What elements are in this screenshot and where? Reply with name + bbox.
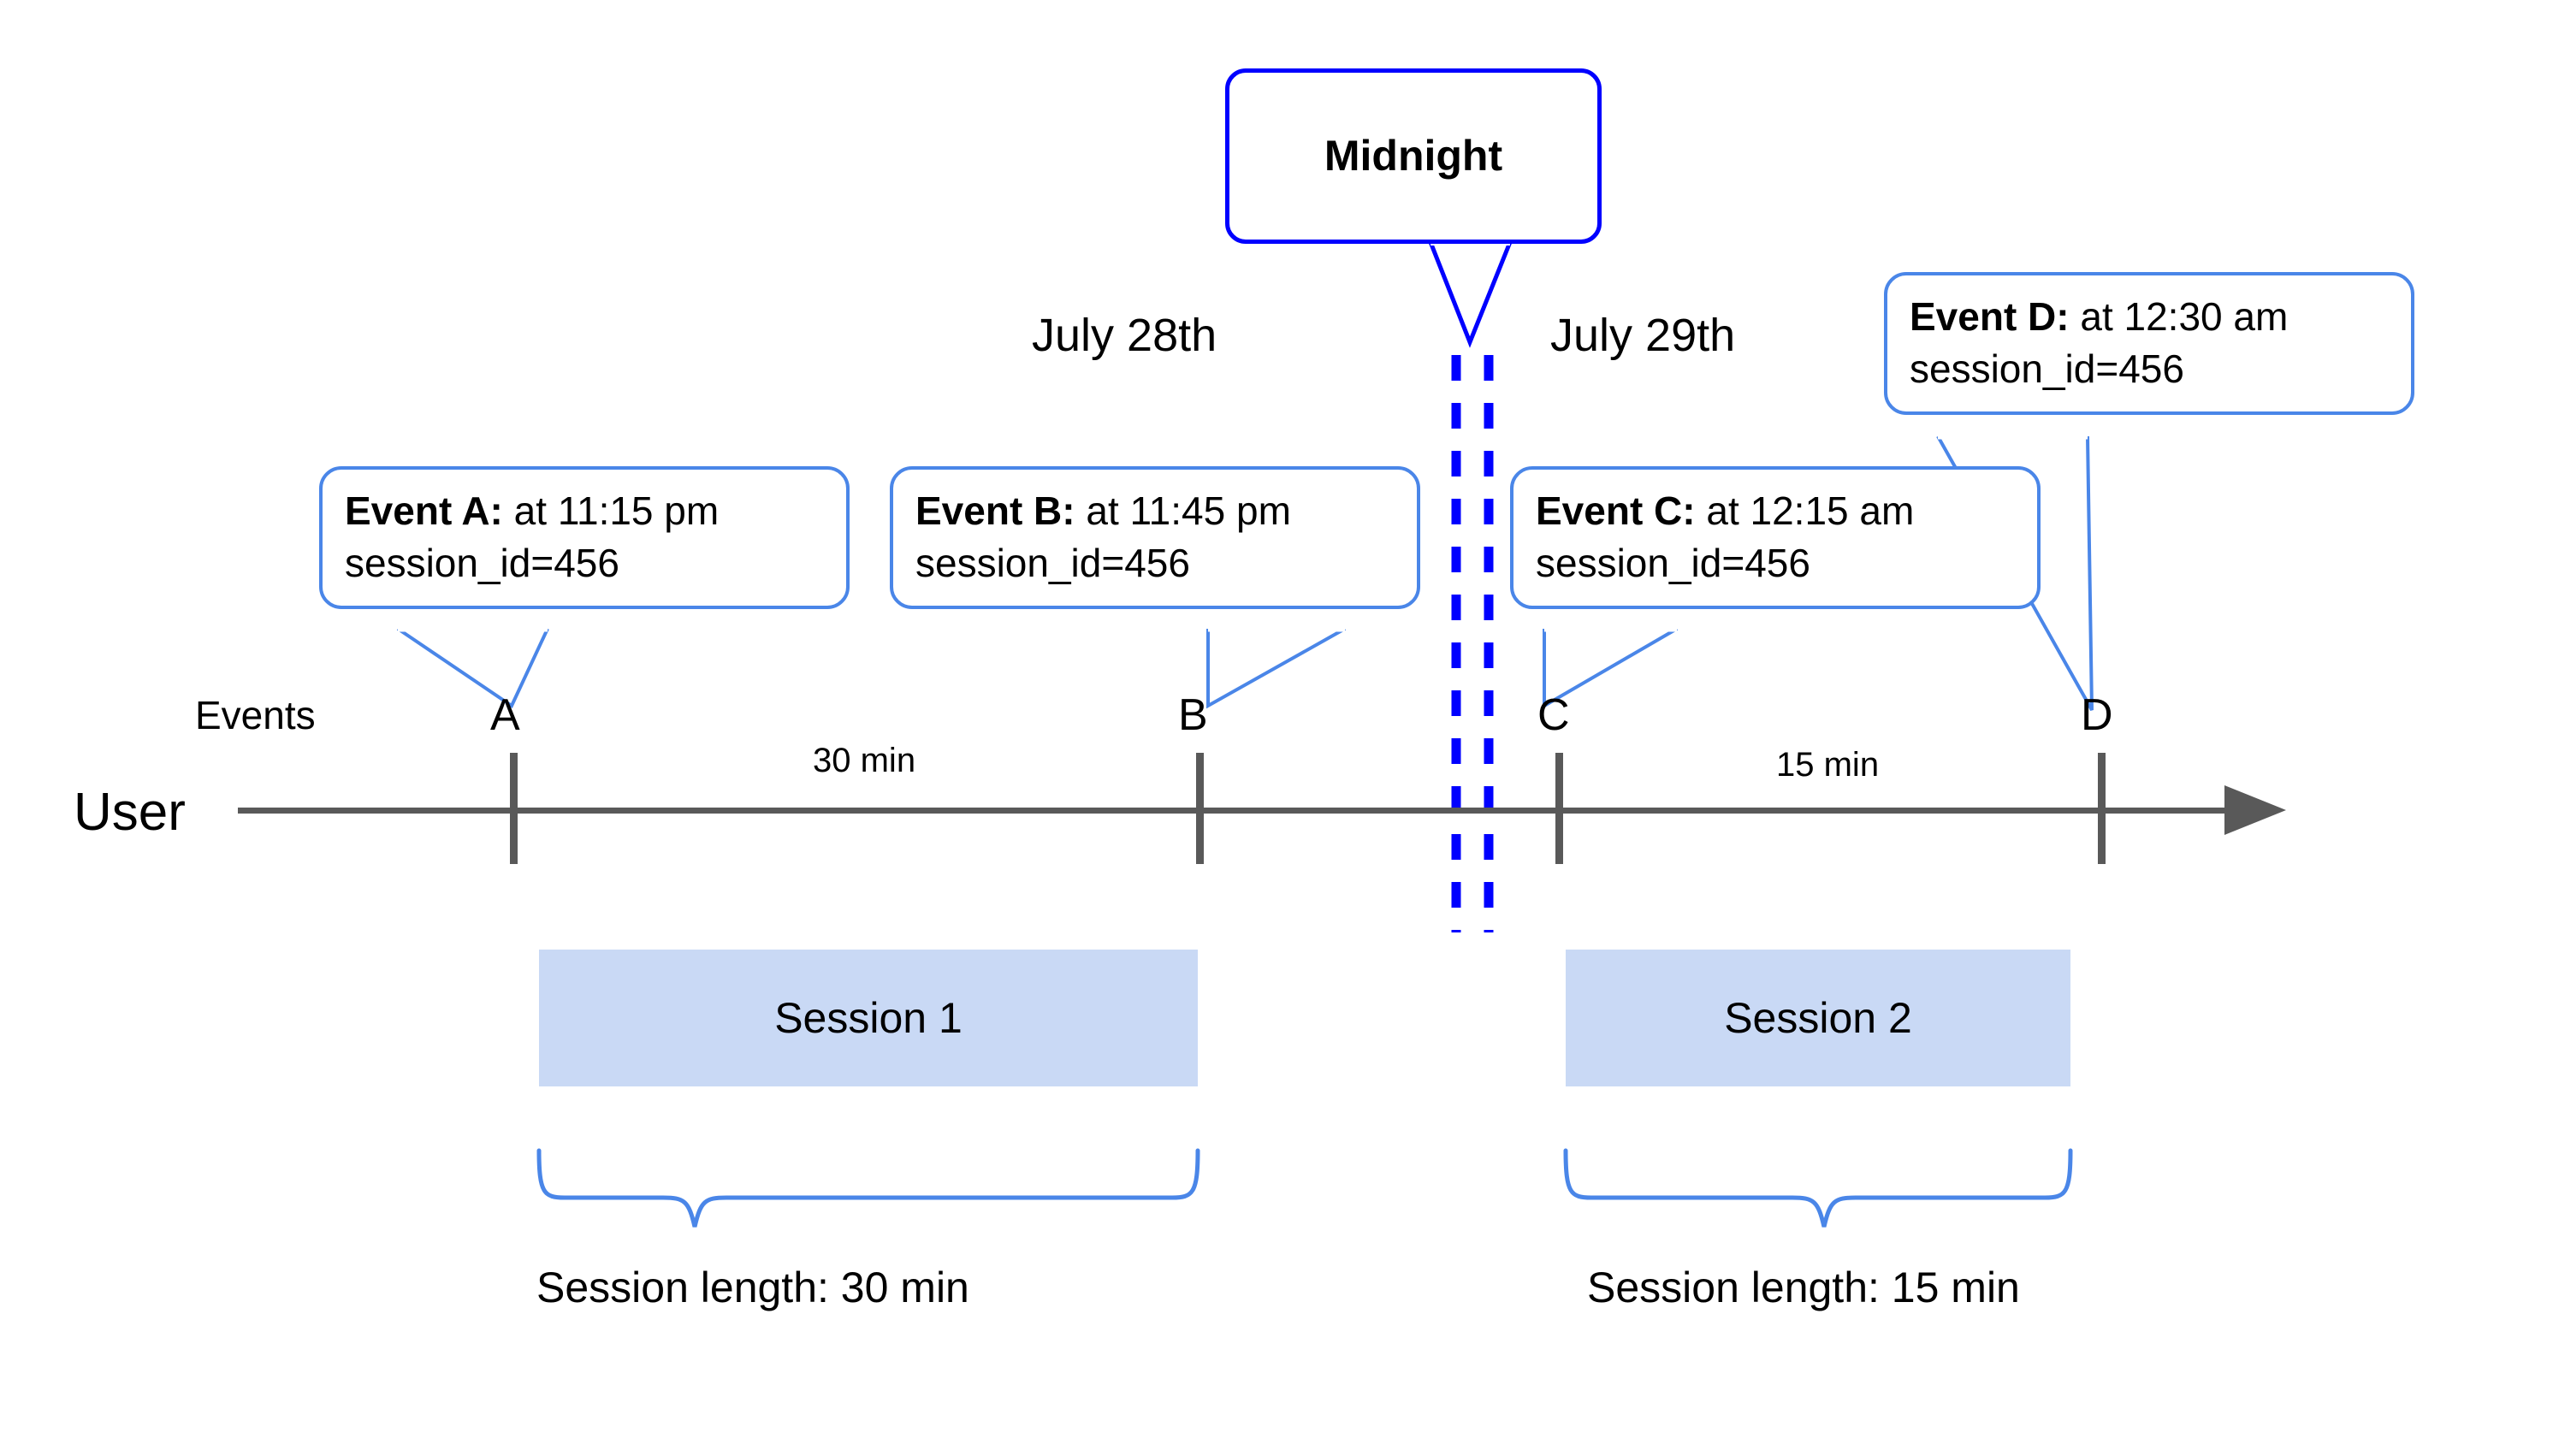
- timeline-arrow: [2224, 785, 2286, 835]
- timeline-tick-a[interactable]: [510, 753, 518, 864]
- timeline-axis: [238, 808, 2231, 814]
- marker-label-b: B: [1178, 690, 1208, 740]
- user-axis-label: User: [74, 783, 186, 842]
- event-callout-b-lead: Event B:: [915, 488, 1075, 533]
- event-callout-b-line1: Event B: at 11:45 pm: [915, 485, 1395, 537]
- event-callout-c-lead: Event C:: [1536, 488, 1696, 533]
- session-bar-1[interactable]: Session 1: [539, 950, 1198, 1086]
- date-label-july-28: July 28th: [1032, 310, 1217, 361]
- event-callout-a-line2: session_id=456: [345, 540, 619, 585]
- event-callout-c-line1: Event C: at 12:15 am: [1536, 485, 2015, 537]
- midnight-callout-label: Midnight: [1324, 131, 1503, 180]
- session-bar-2[interactable]: Session 2: [1566, 950, 2070, 1086]
- event-callout-d[interactable]: Event D: at 12:30 am session_id=456: [1884, 272, 2414, 416]
- event-callout-b[interactable]: Event B: at 11:45 pm session_id=456: [890, 466, 1420, 610]
- event-b-callout-tail: [1206, 625, 1346, 709]
- event-callout-a-line1: Event A: at 11:15 pm: [345, 485, 824, 537]
- marker-label-d: D: [2081, 690, 2113, 740]
- timeline-tick-b[interactable]: [1196, 753, 1204, 864]
- event-callout-d-line2: session_id=456: [1910, 346, 2184, 391]
- duration-label-c-d: 15 min: [1776, 746, 1880, 784]
- session-length-label-1: Session length: 30 min: [536, 1264, 969, 1311]
- duration-label-a-b: 30 min: [813, 742, 916, 779]
- event-a-callout-tail: [396, 625, 549, 708]
- midnight-dashed-lines: [1451, 355, 1494, 932]
- session-length-label-2: Session length: 15 min: [1587, 1264, 2020, 1311]
- timeline-tick-d[interactable]: [2098, 753, 2106, 864]
- session-bar-2-label: Session 2: [1724, 994, 1912, 1042]
- timeline-tick-c[interactable]: [1555, 753, 1563, 864]
- event-callout-d-time: at 12:30 am: [2069, 294, 2289, 339]
- events-row-label: Events: [195, 693, 316, 737]
- event-callout-c-line2: session_id=456: [1536, 540, 1810, 585]
- event-callout-b-time: at 11:45 pm: [1075, 488, 1291, 533]
- event-callout-d-line1: Event D: at 12:30 am: [1910, 291, 2389, 343]
- date-label-july-29: July 29th: [1550, 310, 1736, 361]
- event-callout-a-time: at 11:15 pm: [502, 488, 720, 533]
- event-callout-a-lead: Event A:: [345, 488, 503, 533]
- event-callout-b-line2: session_id=456: [915, 540, 1190, 585]
- event-callout-c-time: at 12:15 am: [1695, 488, 1915, 533]
- midnight-callout[interactable]: Midnight: [1225, 68, 1602, 244]
- marker-label-c: C: [1537, 690, 1570, 740]
- event-callout-d-lead: Event D:: [1910, 294, 2070, 339]
- event-callout-a[interactable]: Event A: at 11:15 pm session_id=456: [319, 466, 850, 610]
- session-1-brace: [536, 1148, 1200, 1228]
- event-callout-c[interactable]: Event C: at 12:15 am session_id=456: [1510, 466, 2041, 610]
- midnight-callout-tail: [1428, 239, 1513, 348]
- session-bar-1-label: Session 1: [774, 994, 963, 1042]
- session-2-brace: [1563, 1148, 2073, 1228]
- marker-label-a: A: [490, 690, 520, 740]
